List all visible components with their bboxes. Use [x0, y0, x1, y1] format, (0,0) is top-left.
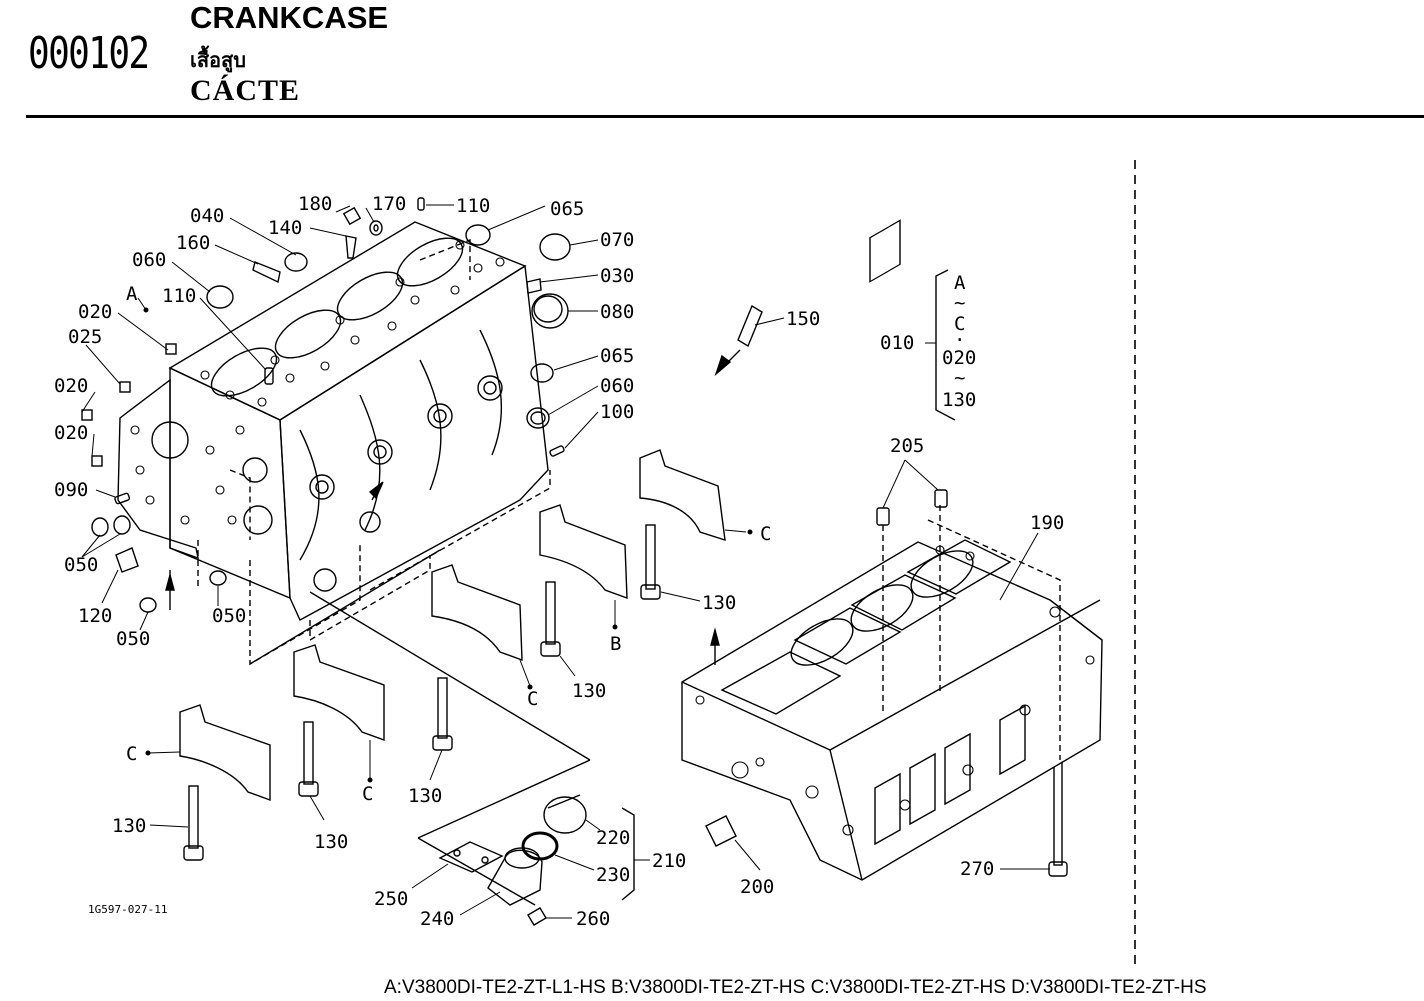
- callout-labels: 180 170 110 065 040 140 070 160 030 060 …: [54, 193, 1064, 930]
- callout-050b: 050: [116, 628, 150, 650]
- callout-C-1: C: [760, 523, 771, 545]
- callout-060b: 060: [600, 375, 634, 397]
- callout-020: 020: [78, 301, 112, 323]
- callout-220: 220: [596, 827, 630, 849]
- title-thai: เสื้อสูบ: [190, 48, 246, 72]
- callout-065b: 065: [600, 345, 634, 367]
- range-tilde-2: ~: [954, 367, 965, 389]
- bolt: [183, 524, 1068, 877]
- callout-205: 205: [890, 435, 924, 457]
- callout-C-2: C: [527, 688, 538, 710]
- callout-050c: 050: [212, 605, 246, 627]
- callout-120: 120: [78, 605, 112, 627]
- lower-crankcase: [681, 219, 1103, 881]
- callout-060: 060: [132, 249, 166, 271]
- callout-180: 180: [298, 193, 332, 215]
- cylinder-block: [117, 221, 551, 666]
- callout-065: 065: [550, 198, 584, 220]
- oil-filler: [438, 794, 635, 926]
- callout-010: 010: [880, 332, 914, 354]
- range-tilde-1: ~: [954, 292, 965, 314]
- callout-110b: 110: [162, 285, 196, 307]
- drawing-reference: 1G597-027-11: [88, 903, 167, 916]
- header: 000102 CRANKCASE เสื้อสูบ CÁCTE: [0, 0, 1424, 120]
- callout-025: 025: [68, 326, 102, 348]
- callout-250: 250: [374, 888, 408, 910]
- callout-240: 240: [420, 908, 454, 930]
- callout-040: 040: [190, 205, 224, 227]
- callout-020b: 020: [54, 375, 88, 397]
- callout-130e: 130: [314, 831, 348, 853]
- parts-diagram: 180 170 110 065 040 140 070 160 030 060 …: [54, 160, 1136, 965]
- callout-160: 160: [176, 232, 210, 254]
- callout-050: 050: [64, 554, 98, 576]
- range-start: A: [954, 272, 966, 294]
- callout-170: 170: [372, 193, 406, 215]
- range-dot: ·: [954, 329, 965, 351]
- callout-080: 080: [600, 301, 634, 323]
- callout-100: 100: [600, 401, 634, 423]
- bearing-cap: [179, 449, 726, 801]
- callout-270: 270: [960, 858, 994, 880]
- callout-190: 190: [1030, 512, 1064, 534]
- callout-130a: 130: [702, 592, 736, 614]
- title-english: CRANKCASE: [190, 0, 389, 35]
- callout-A: A: [126, 283, 138, 305]
- callout-030: 030: [600, 265, 634, 287]
- range-end: C: [954, 313, 965, 335]
- model-applicability: A:V3800DI-TE2-ZT-L1-HS B:V3800DI-TE2-ZT-…: [384, 977, 1207, 998]
- callout-C-3: C: [126, 743, 137, 765]
- range-020: 020: [942, 347, 976, 369]
- callout-020c: 020: [54, 422, 88, 444]
- title-french: CÁCTE: [190, 74, 301, 107]
- callout-130b: 130: [572, 680, 606, 702]
- callout-260: 260: [576, 908, 610, 930]
- callout-130d: 130: [112, 815, 146, 837]
- plug-180: [342, 206, 383, 236]
- callout-B: B: [610, 633, 621, 655]
- callout-140: 140: [268, 217, 302, 239]
- callout-C-4: C: [362, 783, 373, 805]
- callout-090: 090: [54, 479, 88, 501]
- callout-110: 110: [456, 195, 490, 217]
- callout-150: 150: [786, 308, 820, 330]
- callout-210: 210: [652, 850, 686, 872]
- page-number: 000102: [28, 28, 150, 79]
- callout-130c: 130: [408, 785, 442, 807]
- callout-230: 230: [596, 864, 630, 886]
- range-130: 130: [942, 389, 976, 411]
- callout-200: 200: [740, 876, 774, 898]
- callout-070: 070: [600, 229, 634, 251]
- header-rule: [26, 115, 1424, 118]
